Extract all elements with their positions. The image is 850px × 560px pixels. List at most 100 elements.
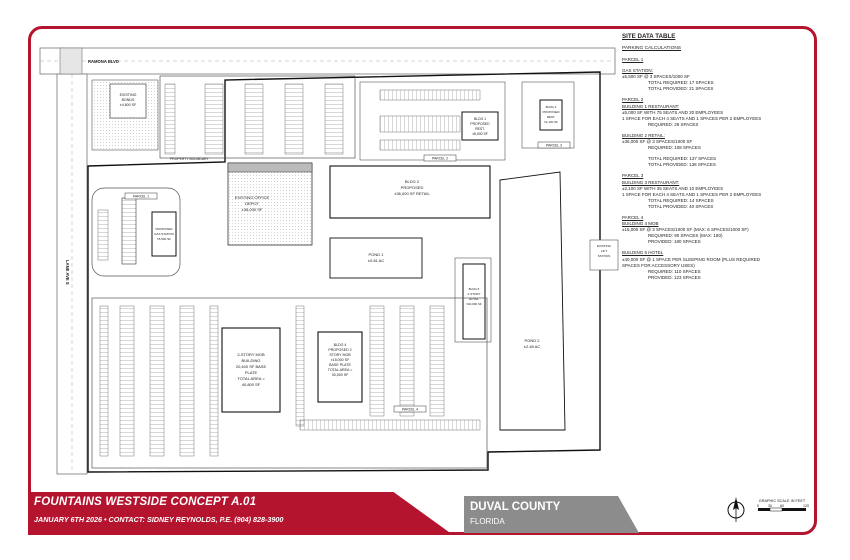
office-depot-label-2: DEPOT (245, 201, 259, 206)
roads (39, 47, 616, 475)
bldg-2-label-3: ±36,000 SF RETAIL (394, 191, 430, 196)
site-data-title: SITE DATA TABLE (622, 33, 676, 40)
parcel-4-tag: PARCEL 4 (393, 405, 427, 413)
project-title: FOUNTAINS WESTSIDE CONCEPT A.01 (34, 496, 257, 508)
bldg-1-label-4: ±5,000 SF (472, 132, 488, 136)
mob-label-4: PLATE (245, 370, 258, 375)
two-story-mob-building (221, 327, 281, 413)
bldg-5-hotel (462, 263, 486, 340)
pond-2-label-1: POND 2 (525, 338, 541, 343)
site-data-row: ±5,000 SF WITH 75 SEATS AND 20 EMPLOYEES (622, 109, 724, 115)
gas-station-label-1: PROPOSED (155, 227, 173, 231)
pond-2 (499, 171, 566, 431)
site-data-row: ±5,500 SF @ 3 SPACES/1000 SF (622, 74, 690, 80)
pond-1-label-1: POND 1 (369, 252, 385, 257)
lift-station-label-2: LIFT (601, 249, 607, 253)
site-data-row: REQUIRED: 110 SPACES (648, 268, 701, 274)
title-banner (28, 492, 453, 535)
svg-text:PARCEL 1: PARCEL 1 (133, 195, 149, 199)
scale-tick-120: 120 (803, 504, 809, 508)
bldg-3-restaurant (539, 99, 563, 131)
scale-tick-0: 0 (757, 504, 759, 508)
existing-bonds-building (91, 79, 159, 151)
mob-label-6: 40,800 SF (242, 382, 261, 387)
bldg-3-label-3: REST. (547, 115, 556, 119)
svg-text:PARCEL 2: PARCEL 2 (432, 157, 448, 161)
site-data-row: BUILDING 3 RESTAURANT: (622, 179, 680, 185)
site-data-row: PARCEL 1 (622, 57, 644, 62)
lift-station-label-1: EXISTING (597, 244, 612, 248)
bldg-3-label-1: BLDG 3 (546, 105, 557, 109)
north-parking-lot (159, 75, 356, 159)
pond-1-label-2: ±0.81 AC (368, 258, 385, 263)
office-depot-label-3: ±36,000 SF (242, 207, 263, 212)
hotel-label-1: BLDG 5 (469, 287, 480, 291)
site-data-row: REQUIRED: 108 SPACES (648, 145, 701, 151)
existing-office-depot (227, 162, 313, 246)
title-block: FOUNTAINS WESTSIDE CONCEPT A.01 JANUARY … (28, 492, 453, 535)
bldg-3-label-2: PROPOSED (542, 110, 560, 114)
site-data-row: TOTAL REQUIRED: 137 SPACES (648, 156, 717, 162)
svg-text:PARCEL 4: PARCEL 4 (402, 408, 418, 412)
site-data-row: ±15,000 SF @ 3 SPACES/1000 SF (MAX: 6 SP… (622, 227, 749, 233)
scale-tick-60: 60 (780, 504, 784, 508)
existing-bonds-label-1: EXISTING (120, 93, 137, 97)
pond-2-label-2: ±2.48 AC (524, 344, 541, 349)
parcel-2-tag: PARCEL 2 (423, 154, 457, 162)
site-data-row: TOTAL PROVIDED: 40 SPACES (648, 203, 714, 209)
bldg-4-label-2: PROPOSED 2 (328, 348, 351, 352)
north-arrow-icon (727, 497, 745, 522)
mob-label-3: 20,400 SF BASE (236, 364, 267, 369)
site-data-row: TOTAL PROVIDED: 138 SPACES (648, 162, 716, 168)
lift-station-label-3: STATION (598, 254, 611, 258)
graphic-scale: GRAPHIC SCALE IN FEET 0 30 60 120 (757, 499, 809, 512)
site-data-row: 1 SPACE FOR EACH 4 SEATS AND 1 SPACES PE… (622, 115, 762, 121)
bldg-4-mob (317, 331, 363, 403)
site-data-row: BUILDING 1 RESTAURANT: (622, 103, 680, 109)
site-data-row: PROVIDED: 180 SPACES (648, 239, 701, 245)
site-data-row: BUILDING 4 MOB (622, 221, 659, 227)
county-name: DUVAL COUNTY (470, 501, 561, 513)
bldg-2-label-1: BLDG 2 (405, 179, 420, 184)
parcel-2-parking (359, 81, 506, 161)
project-subtitle: JANUARY 6TH 2026 • CONTACT: SIDNEY REYNO… (34, 515, 284, 524)
existing-bonds-label-2: BONDS (122, 98, 135, 102)
pond-1 (329, 237, 423, 279)
site-data-row: PARCEL 4 (622, 214, 644, 220)
scale-label: GRAPHIC SCALE IN FEET (759, 499, 806, 503)
gas-station-label-2: GAS STATION (154, 232, 174, 236)
site-data-row: ±40,000 SF @ 1 SPACE PER SLEEPING ROOM (… (622, 256, 760, 262)
parcel-3-tag: PARCEL 3 (537, 141, 571, 149)
mob-label-1: 2-STORY MOB (237, 352, 265, 357)
bldg-4-label-7: 30,000 SF (332, 373, 349, 377)
scale-tick-30: 30 (768, 504, 772, 508)
site-data-row: ±2,100 SF WITH 35 SEATS AND 10 EMPLOYEES (622, 185, 724, 191)
bldg-4-label-6: TOTAL AREA = (328, 368, 353, 372)
bldg-1-label-3: REST. (475, 127, 485, 131)
bldg-2-label-2: PROPOSED (401, 185, 424, 190)
site-data-table: SITE DATA TABLE PARKING CALCULATIONS PAR… (622, 33, 812, 281)
bldg-1-label-1: BLDG 1 (474, 117, 486, 121)
south-parking-field (91, 297, 488, 469)
existing-bonds-label-3: ±4,600 SF (120, 103, 137, 107)
parcel-1-gas-station (91, 187, 181, 277)
office-depot-label-1: EXISTING OFFICE (235, 195, 270, 200)
site-data-row: TOTAL PROVIDED: 21 SPACES (648, 86, 714, 92)
road-left-label: LANE AVE S (65, 260, 70, 285)
existing-lift-station (589, 239, 619, 271)
hotel-label-3: HOTEL (469, 297, 479, 301)
bldg-3-label-4: ±2,100 SF (544, 120, 558, 124)
bldg-4-label-5: BASE PLATE (329, 363, 351, 367)
bldg-2-retail (329, 165, 491, 219)
site-data-row: PROVIDED: 123 SPACES (648, 274, 701, 280)
site-data-row: GAS STATION: (622, 68, 653, 74)
site-data-row: PARCEL 2 (622, 97, 644, 103)
mob-label-5: TOTAL AREA = (237, 376, 265, 381)
site-data-row: SPACES FOR ACCESSORY USES) (622, 262, 695, 268)
site-data-row: PARCEL 3 (622, 173, 644, 179)
bldg-1-restaurant (461, 111, 499, 141)
mob-label-2: BUILDING (242, 358, 261, 363)
hotel-label-4: ±40,000 SF (466, 302, 482, 306)
bldg-4-label-3: STORY MOB (329, 353, 351, 357)
site-data-row: REQUIRED: 29 SPACES (648, 121, 699, 127)
